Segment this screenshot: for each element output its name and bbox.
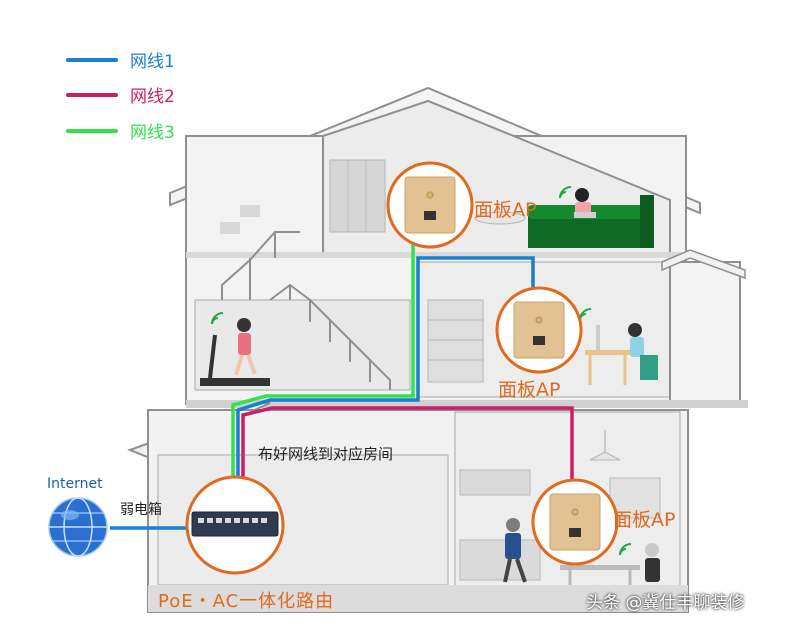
- girl-with-laptop: [574, 188, 596, 218]
- treadmill: [200, 318, 270, 386]
- staircase: [221, 231, 391, 390]
- network-cables: [110, 240, 574, 530]
- side-annex: [669, 261, 741, 403]
- ap-port: [424, 211, 436, 220]
- ap-label-dining: 面板AP: [613, 509, 676, 531]
- gym-room: [194, 299, 411, 391]
- router: [185, 475, 285, 575]
- ground-floor-strip: [148, 585, 688, 612]
- cable-1-path: [236, 256, 535, 492]
- watermark: 头条 @冀仕丰聊装修: [586, 593, 745, 613]
- cable-3-path: [231, 240, 415, 492]
- ap-panel: [386, 161, 474, 249]
- internet-label: Internet: [47, 476, 103, 492]
- internet-globe-icon: [48, 497, 108, 557]
- legend-swatch-2: [66, 93, 118, 97]
- ap-port: [569, 528, 581, 537]
- floor-2: [186, 400, 748, 408]
- weak-current-box-label: 弱电箱: [120, 502, 162, 518]
- ap-label-study: 面板AP: [498, 379, 561, 401]
- ap-panel: [495, 286, 583, 374]
- dining: [560, 543, 660, 585]
- grandpa: [503, 518, 527, 583]
- sofa: [528, 215, 653, 248]
- router-label: PoE・AC一体化路由: [158, 591, 335, 612]
- cable-2-path: [241, 406, 574, 492]
- wardrobe: [329, 159, 386, 233]
- wiring-note: 布好网线到对应房间: [258, 445, 394, 463]
- ap-label-bedroom: 面板AP: [474, 199, 537, 221]
- bookshelf: [427, 299, 484, 383]
- kitchen: [459, 430, 661, 581]
- ap-port: [533, 336, 545, 345]
- annex-roof: [661, 249, 746, 280]
- legend-swatch-1: [66, 58, 118, 62]
- study-desk: [585, 323, 658, 385]
- wifi-icon: [211, 312, 224, 325]
- legend-swatch-3: [66, 129, 118, 133]
- legend-label-2: 网线2: [130, 87, 175, 107]
- legend-label-3: 网线3: [130, 123, 175, 143]
- decor: [200, 159, 661, 585]
- floor-1: [186, 252, 686, 258]
- ap-panel: [531, 478, 619, 566]
- legend-label-1: 网线1: [130, 52, 175, 72]
